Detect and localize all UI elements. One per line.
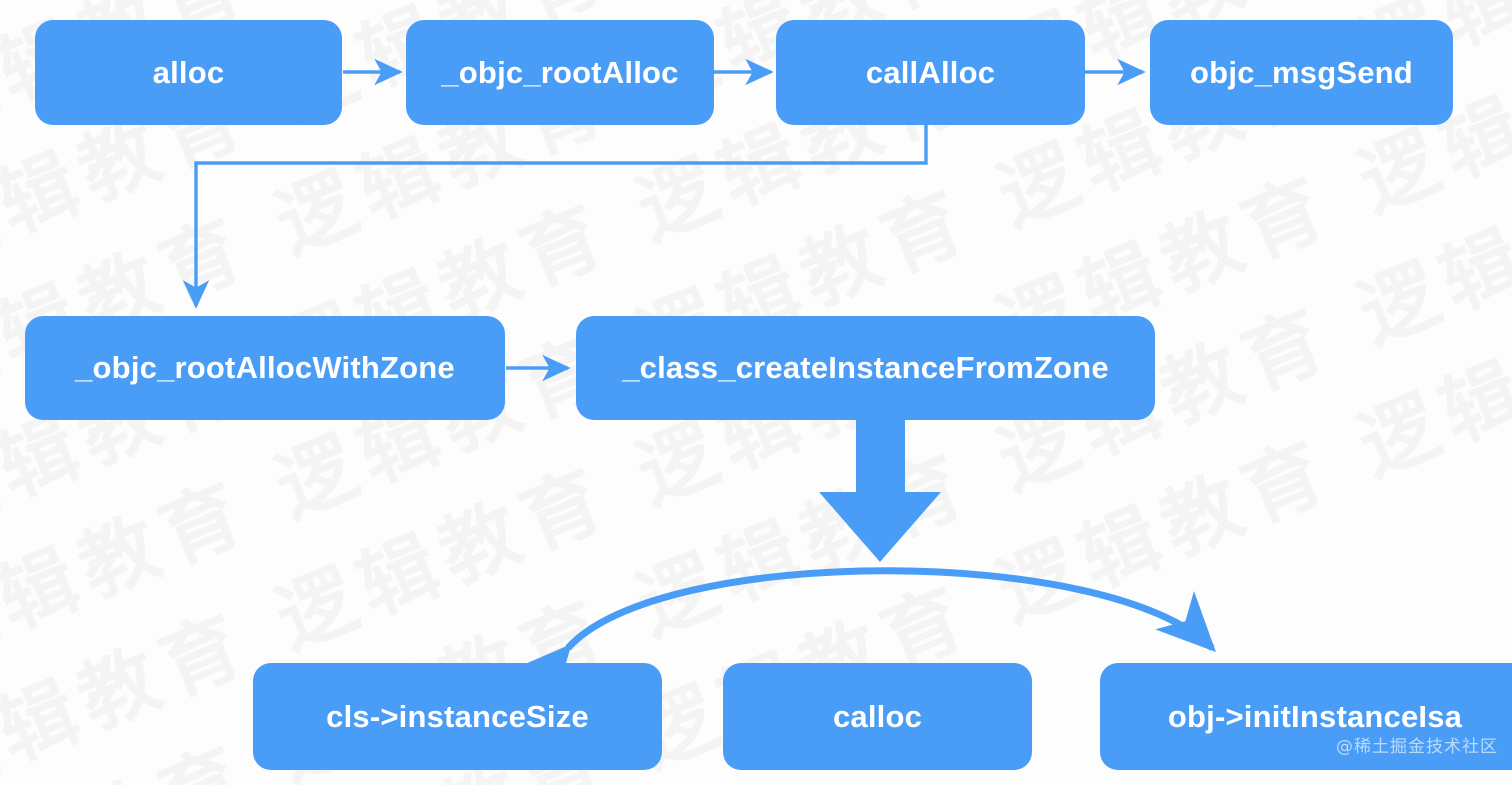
node-objc-rootalloc[interactable]: _objc_rootAlloc <box>406 20 714 125</box>
edge-curved-double-arrow <box>512 567 1216 706</box>
node-calloc[interactable]: calloc <box>723 663 1032 770</box>
edge-callalloc-to-rootallocwithzone <box>182 125 928 309</box>
node-objc-rootallocwithzone[interactable]: _objc_rootAllocWithZone <box>25 316 505 420</box>
node-alloc[interactable]: alloc <box>35 20 342 125</box>
node-cls-instancesize[interactable]: cls->instanceSize <box>253 663 662 770</box>
node-obj-initinstanceisa[interactable]: obj->initInstanceIsa <box>1100 663 1512 770</box>
watermark-text: 逻辑教育 逻辑教育 逻辑教育 逻辑教育 逻辑教育 逻辑教育 <box>0 0 1512 21</box>
edge-createinstance-block-arrow <box>819 420 941 562</box>
node-objc-msgsend[interactable]: objc_msgSend <box>1150 20 1453 125</box>
node-class-createinstancefromzone[interactable]: _class_createInstanceFromZone <box>576 316 1155 420</box>
node-callalloc[interactable]: callAlloc <box>776 20 1085 125</box>
site-credit-watermark: @稀土掘金技术社区 <box>1336 737 1498 757</box>
